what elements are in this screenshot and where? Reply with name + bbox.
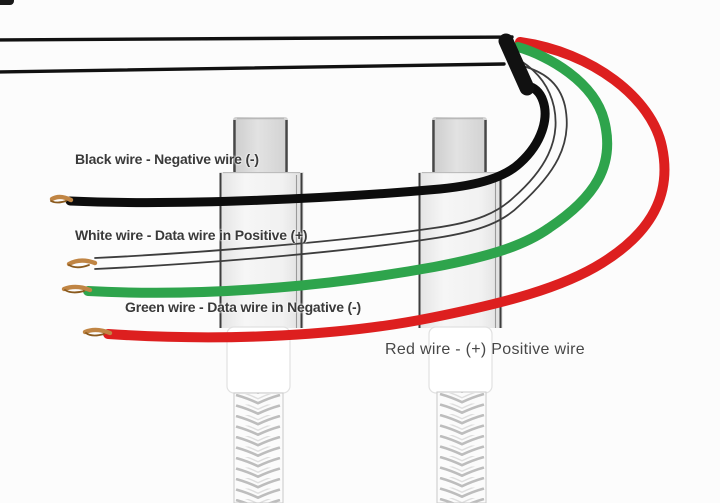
black-wire bbox=[65, 81, 550, 208]
main-cable-sheath bbox=[0, 35, 514, 74]
corner-mark bbox=[0, 0, 14, 5]
copper-strand-shadow bbox=[68, 264, 90, 269]
black-wire-label: Black wire - Negative wire (-) bbox=[75, 151, 259, 167]
connector-left-metal-shell bbox=[233, 117, 288, 173]
copper-strand bbox=[82, 327, 113, 336]
green-wire bbox=[83, 42, 613, 298]
white-wire-upper-edge bbox=[94, 60, 557, 259]
connector-left-shell-edges bbox=[233, 120, 288, 172]
red-wire-label: Red wire - (+) Positive wire bbox=[385, 341, 586, 358]
copper-strand-shadow bbox=[64, 289, 85, 294]
copper-strand bbox=[66, 258, 98, 267]
cable-sheath-bottom-line bbox=[0, 62, 506, 74]
connector-right-shell-edges bbox=[432, 120, 487, 172]
copper-tip-red bbox=[82, 327, 113, 337]
copper-strand-shadow bbox=[85, 332, 105, 337]
connector-left-braided-cable bbox=[233, 392, 284, 503]
copper-strand bbox=[49, 194, 74, 203]
copper-tip-white bbox=[66, 258, 98, 269]
white-wire bbox=[94, 60, 568, 270]
connector-right-braided-cable bbox=[436, 391, 487, 503]
copper-strand-shadow bbox=[50, 200, 67, 204]
red-wire bbox=[103, 37, 670, 343]
connector-right-strain-relief bbox=[428, 326, 493, 394]
connector-right-metal-shell bbox=[432, 117, 487, 173]
white-wire-lower-edge bbox=[94, 65, 568, 270]
green-wire-label: Green wire - Data wire in Negative (-) bbox=[125, 299, 361, 315]
copper-strand bbox=[61, 284, 93, 293]
white-wire-label: White wire - Data wire in Positive (+) bbox=[75, 227, 308, 243]
copper-tip-black bbox=[49, 194, 74, 204]
cable-sheath-top-line bbox=[0, 35, 514, 42]
copper-tip-green bbox=[61, 284, 93, 294]
cable-end-stub bbox=[498, 33, 535, 96]
